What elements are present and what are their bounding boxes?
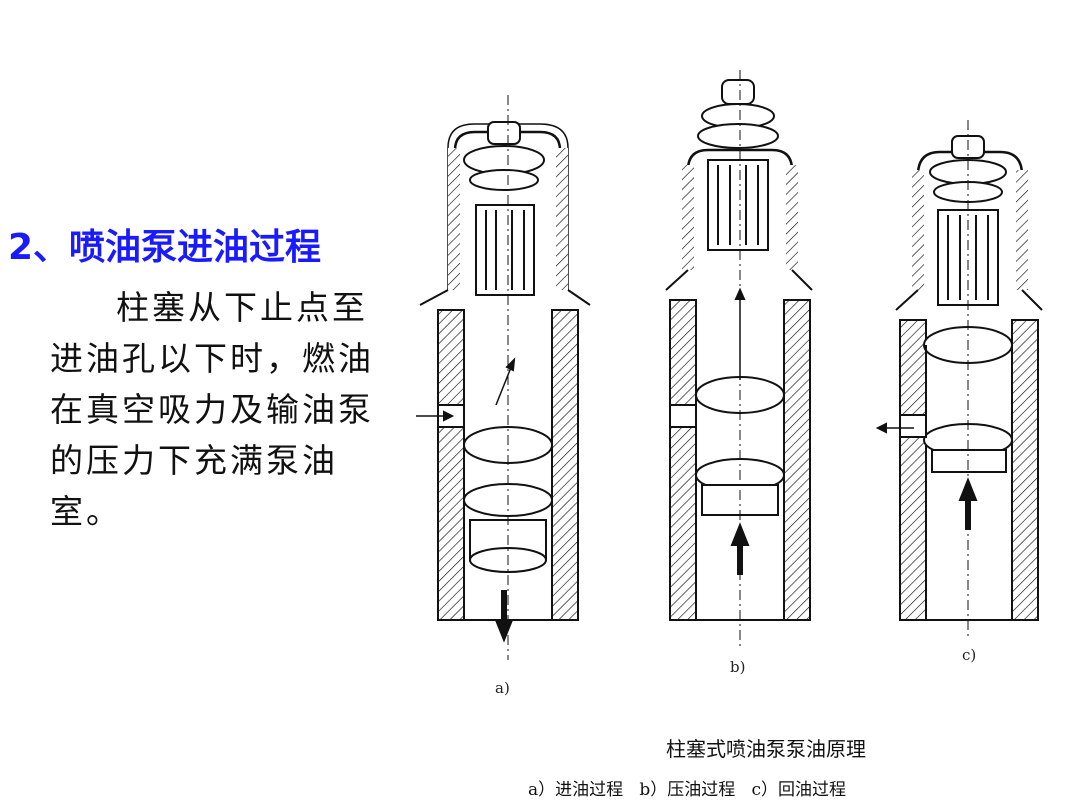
panel-label-b: b) <box>730 658 745 676</box>
panel-a-drawing <box>416 95 591 660</box>
slide-title: 2、喷油泵进油过程 <box>8 227 322 268</box>
panel-b-drawing <box>665 70 813 650</box>
body-paragraph: 柱塞从下止点至进油孔以下时，燃油在真空吸力及输油泵的压力下充满泵油室。 <box>50 288 374 531</box>
figure-caption: 柱塞式喷油泵泵油原理 <box>666 737 866 761</box>
panel-c-drawing <box>875 120 1043 640</box>
figure-subcaption: a）进油过程 b）压油过程 c）回油过程 <box>528 780 846 800</box>
panel-label-a: a) <box>495 679 510 697</box>
panel-label-c: c) <box>962 646 976 664</box>
slide-body-text: 柱塞从下止点至进油孔以下时，燃油在真空吸力及输油泵的压力下充满泵油室。 <box>50 282 400 537</box>
